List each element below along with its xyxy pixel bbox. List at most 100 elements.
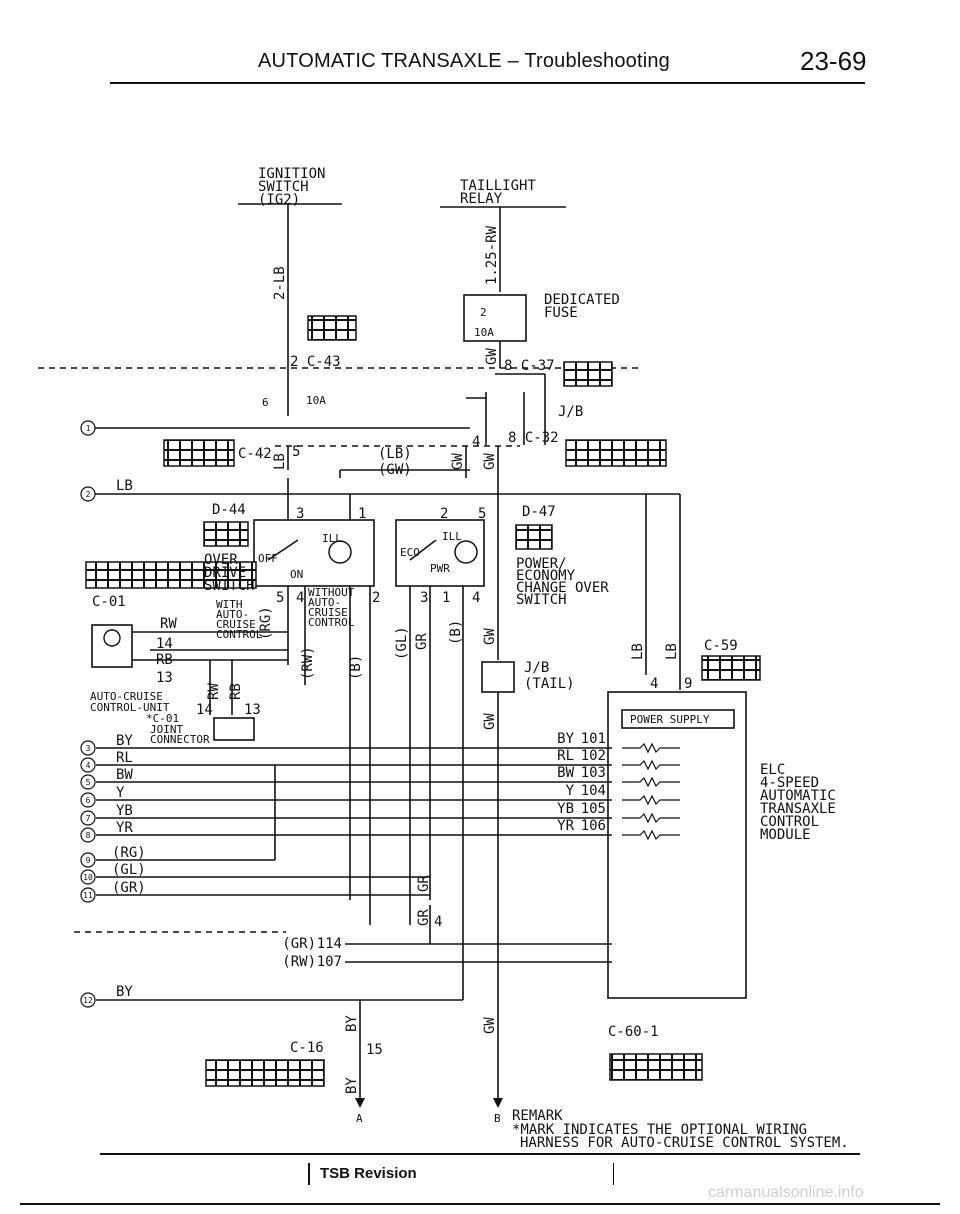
c16-label: C-16: [290, 1040, 324, 1056]
tsb-revision-box: TSB Revision: [308, 1163, 614, 1185]
with-cruise-label-3: CRUISE: [216, 618, 256, 631]
wire-num-5: 5: [86, 778, 91, 787]
jb-fuse-num: 6: [262, 396, 269, 409]
wire-rb: RB: [156, 652, 173, 668]
c59-pin-4: 4: [650, 676, 658, 692]
wire-num-11: 11: [83, 891, 93, 900]
joint-connector-label-1: *C-01: [146, 712, 179, 725]
jb-label: J/B: [558, 404, 583, 420]
d44-pin-5: 5: [276, 590, 284, 606]
elc-label-1: ELC: [760, 762, 785, 778]
with-cruise-label-2: AUTO-: [216, 608, 249, 621]
elc-term-103-wire: BW: [557, 765, 574, 781]
without-cruise-label-3: CRUISE: [308, 606, 348, 619]
d47-pin-1: 1: [442, 590, 450, 606]
wire-by-c16b: BY: [344, 1077, 360, 1094]
cruise-unit-symbol-icon: [103, 629, 121, 647]
remark-title: REMARK: [512, 1108, 563, 1124]
c59-label: C-59: [704, 638, 738, 654]
d47-label: D-47: [522, 504, 556, 520]
without-cruise-label-2: AUTO-: [308, 596, 341, 609]
elc-term-105-pin: 105: [581, 801, 606, 817]
wire-num-12: 12: [83, 996, 93, 1005]
wire-label-11: (GR): [112, 880, 146, 896]
wire-gr-low: GR: [416, 875, 432, 892]
overdrive-switch-label-2: DRIVE: [204, 565, 246, 581]
d47-pin-5: 5: [478, 506, 486, 522]
c01-connector-icon: [85, 561, 257, 589]
c37-connector-icon: [563, 361, 613, 387]
without-cruise-label-1: WITHOUT: [308, 586, 355, 599]
wire-lb-c59a: LB: [630, 643, 646, 660]
d47-pin-2: 2: [440, 506, 448, 522]
wire-rw-jc: RW: [206, 683, 222, 700]
ignition-switch-label-2: SWITCH: [258, 179, 309, 195]
wire-label-5: BW: [116, 767, 133, 783]
elc-term-101-wire: BY: [557, 731, 574, 747]
wire-label-6: Y: [116, 785, 125, 801]
wire-gl-paren: (GL): [394, 626, 410, 660]
elc-label-4: TRANSAXLE: [760, 801, 836, 817]
c43-connector-icon: [307, 315, 357, 341]
wire-lb-paren: (LB): [378, 446, 412, 462]
c32-connector-icon: [565, 439, 667, 467]
wire-label-10: (GL): [112, 862, 146, 878]
elc-term-104-wire: Y: [566, 783, 575, 799]
d47-connector-icon: [515, 524, 553, 550]
wire-gw-bottom: GW: [482, 1017, 498, 1034]
watermark: carmanualsonline.info: [708, 1184, 864, 1201]
dedicated-fuse-amp: 10A: [474, 326, 494, 339]
wire-b-paren-2: (B): [448, 620, 464, 645]
elc-term-102-pin: 102: [581, 748, 606, 764]
ignition-switch-label-1: IGNITION: [258, 166, 325, 182]
wire-gw-low: GW: [482, 713, 498, 730]
switch-eco-label: ECO: [400, 546, 420, 559]
c01-label: C-01: [92, 594, 126, 610]
wire-gr: GR: [414, 633, 430, 650]
d44-pin-1: 1: [358, 506, 366, 522]
lower-term-114-pin: 114: [317, 936, 342, 952]
power-switch-label-1: POWER/: [516, 556, 567, 572]
c37-label: 8 C-37: [504, 358, 555, 374]
taillight-relay-label-2: RELAY: [460, 191, 503, 207]
cu-pin-14: 14: [156, 636, 173, 652]
jb-tail-label-2: (TAIL): [524, 676, 575, 692]
elc-term-106-pin: 106: [581, 818, 606, 834]
d47-pin-3: 3: [420, 590, 428, 606]
overdrive-ill-lamp-icon: [328, 540, 352, 564]
wire-num-7: 7: [86, 814, 91, 823]
overdrive-switch-label-3: SWITCH: [204, 578, 255, 594]
joint-connector-label-2: JOINT: [150, 723, 183, 736]
c32-label: 8 C-32: [508, 430, 559, 446]
wire-gw-mid: GW: [482, 628, 498, 645]
elc-term-101-pin: 101: [581, 731, 606, 747]
switch-off-label: OFF: [258, 552, 278, 565]
power-switch-label-2: ECONOMY: [516, 568, 576, 584]
elc-term-105-wire: YB: [557, 801, 574, 817]
power-switch-label-3: CHANGE OVER: [516, 580, 609, 596]
elc-term-102-wire: RL: [557, 748, 574, 764]
with-cruise-label-1: WITH: [216, 598, 243, 611]
dedicated-fuse-label-1: DEDICATED: [544, 292, 620, 308]
c60-label: C-60-1: [608, 1024, 659, 1040]
switch-pwr-label: PWR: [430, 562, 450, 575]
wire-125rw: 1.25-RW: [484, 225, 500, 285]
ignition-switch-label-3: (IG2): [258, 192, 300, 208]
switch-on-label: ON: [290, 568, 303, 581]
taillight-relay-label-1: TAILLIGHT: [460, 178, 536, 194]
d44-pin-2: 2: [372, 590, 380, 606]
c16-connector-icon: [205, 1059, 325, 1087]
page-number: 23-69: [800, 46, 867, 76]
c42-connector-icon: [163, 439, 235, 467]
wire-num-2: 2: [86, 490, 91, 499]
gr-pin-4: 4: [434, 914, 442, 930]
joint-connector-label-3: CONNECTOR: [150, 733, 210, 746]
d44-pin-3: 3: [296, 506, 304, 522]
jc-pin-14: 14: [196, 702, 213, 718]
ign-pin-5: 5: [292, 444, 300, 460]
wire-label-3: BY: [116, 733, 133, 749]
wire-num-4: 4: [86, 761, 91, 770]
wire-num-10: 10: [83, 873, 93, 882]
wire-lb-c42: LB: [272, 453, 288, 470]
